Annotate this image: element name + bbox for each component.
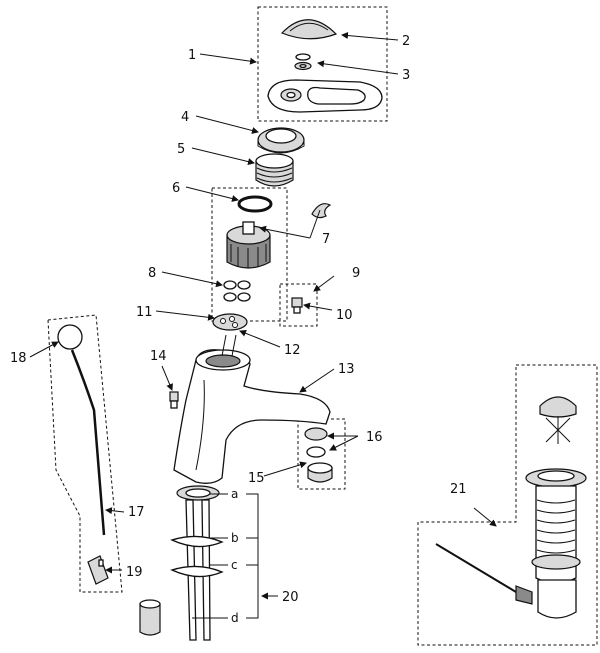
pop-up-knob-part	[57, 324, 83, 350]
back-nut-part	[139, 599, 161, 636]
callout-15: 15	[248, 471, 265, 486]
callout-12: 12	[284, 343, 301, 358]
callout-14: 14	[150, 349, 167, 364]
o-ring-part	[237, 195, 273, 213]
leader-lines	[29, 32, 497, 619]
waste-body-part	[515, 468, 587, 619]
spring-washers-part	[170, 535, 224, 578]
callout-3: 3	[402, 68, 410, 83]
waste-rod-part	[435, 543, 517, 593]
callout-21: 21	[450, 482, 467, 497]
rod-clip-part	[87, 555, 109, 585]
callout-6: 6	[172, 181, 180, 196]
callout-7: 7	[322, 232, 330, 247]
handle-screw-part	[294, 53, 312, 71]
grub-screw-part	[291, 297, 303, 314]
callout-8: 8	[148, 266, 156, 281]
callout-labels: 1 2 3 4 5 6 7 8 9 10 11 12 13 14 15 16 1…	[10, 34, 467, 625]
letter-b: b	[231, 531, 239, 545]
callout-1: 1	[188, 48, 196, 63]
callout-5: 5	[177, 142, 185, 157]
callout-20: 20	[282, 590, 299, 605]
callout-4: 4	[181, 110, 189, 125]
clip-part	[311, 203, 332, 219]
waste-group-box	[417, 364, 598, 646]
callout-19: 19	[126, 565, 143, 580]
spare-parts-box	[279, 283, 318, 327]
handle-group-box	[257, 6, 388, 122]
pop-up-rod-box	[47, 314, 123, 593]
lever-handle-part	[267, 79, 383, 113]
pop-up-rod-part	[70, 349, 106, 536]
washer-set-part	[223, 280, 251, 302]
letter-d: d	[231, 611, 239, 625]
callout-11: 11	[136, 305, 153, 320]
handle-cap-part	[280, 19, 338, 40]
flow-disc-part	[212, 313, 248, 331]
cartridge-part	[226, 221, 271, 269]
waste-plug-part	[539, 396, 577, 444]
letter-c: c	[231, 558, 238, 572]
aerator-part	[304, 427, 333, 483]
callout-13: 13	[338, 362, 355, 377]
callout-16: 16	[366, 430, 383, 445]
tap-body-part	[173, 349, 331, 484]
top-nut-part	[257, 127, 305, 154]
callout-17: 17	[128, 505, 145, 520]
threaded-bush-part	[255, 153, 294, 187]
callout-2: 2	[402, 34, 410, 49]
callout-10: 10	[336, 308, 353, 323]
letter-a: a	[231, 487, 238, 501]
base-washer-part	[176, 485, 220, 501]
callout-9: 9	[352, 266, 360, 281]
inner-hose	[221, 334, 237, 357]
callout-18: 18	[10, 351, 27, 366]
small-fitting-part	[169, 391, 179, 409]
cartridge-group-box	[211, 187, 288, 322]
